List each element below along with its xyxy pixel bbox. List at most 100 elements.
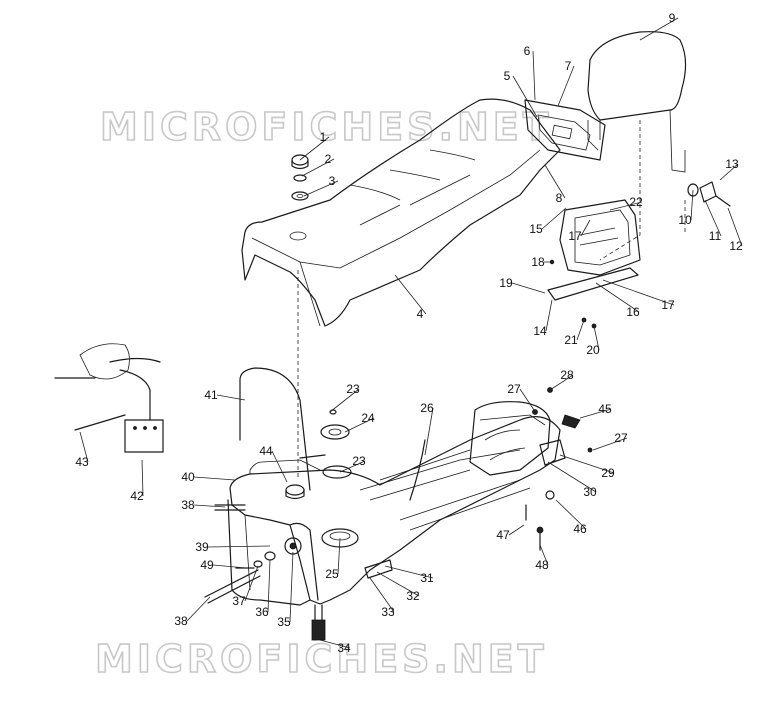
backrest bbox=[524, 31, 687, 173]
leader-c27b bbox=[592, 437, 628, 451]
leader-c40 bbox=[193, 476, 236, 481]
callout-c14: 14 bbox=[533, 324, 547, 338]
leader-c15 bbox=[541, 207, 567, 230]
callout-c6: 6 bbox=[524, 44, 531, 58]
callout-c22: 22 bbox=[629, 195, 643, 209]
callout-c37: 37 bbox=[232, 594, 246, 608]
leader-c34 bbox=[319, 639, 351, 649]
callout-c23: 23 bbox=[346, 382, 360, 396]
callout-c24: 24 bbox=[361, 411, 375, 425]
leader-c25 bbox=[337, 537, 341, 575]
callout-c39: 39 bbox=[195, 540, 209, 554]
leader-c37 bbox=[244, 565, 259, 602]
leader-c22 bbox=[609, 201, 643, 211]
callout-c17b: 17 bbox=[661, 298, 675, 312]
callout-c17: 17 bbox=[568, 229, 582, 243]
hoses bbox=[239, 270, 426, 501]
callout-c11: 11 bbox=[709, 229, 722, 243]
leader-c3 bbox=[303, 180, 339, 197]
leader-c20 bbox=[593, 325, 600, 351]
leader-c4 bbox=[394, 274, 427, 315]
leader-c28 bbox=[549, 374, 574, 391]
callout-c42: 42 bbox=[130, 489, 144, 503]
leader-c38b bbox=[186, 596, 211, 622]
callout-c21: 21 bbox=[564, 333, 578, 347]
callout-c34: 34 bbox=[337, 641, 351, 655]
watermark-top: MICROFICHES.NET bbox=[100, 105, 553, 149]
callout-c45: 45 bbox=[598, 402, 612, 416]
callout-c46: 46 bbox=[573, 522, 587, 536]
leader-c17 bbox=[580, 219, 591, 237]
leader-c30 bbox=[547, 461, 597, 493]
callout-c9: 9 bbox=[669, 11, 676, 25]
leader-c8 bbox=[544, 164, 566, 199]
leader-c41 bbox=[216, 394, 246, 401]
leader-c38 bbox=[193, 504, 226, 508]
callout-c13: 13 bbox=[725, 157, 739, 171]
callout-c4: 4 bbox=[417, 307, 424, 321]
callout-c12: 12 bbox=[729, 239, 743, 253]
leader-c31 bbox=[384, 565, 434, 579]
callout-c40: 40 bbox=[181, 470, 195, 484]
leader-c9 bbox=[639, 17, 679, 41]
leader-c39 bbox=[207, 545, 271, 548]
leader-c10 bbox=[690, 189, 694, 221]
leader-lines bbox=[79, 17, 743, 649]
leader-c44 bbox=[271, 450, 288, 483]
leader-c32 bbox=[376, 571, 420, 597]
callout-c2: 2 bbox=[325, 152, 332, 166]
leader-c21 bbox=[576, 319, 585, 341]
callout-c38b: 38 bbox=[174, 614, 188, 628]
leader-c16 bbox=[595, 282, 640, 313]
leader-c5 bbox=[512, 75, 538, 118]
callout-c30: 30 bbox=[583, 485, 597, 499]
leader-c46 bbox=[555, 499, 587, 530]
callout-c32: 32 bbox=[406, 589, 420, 603]
callout-c3: 3 bbox=[329, 174, 336, 188]
callout-c27b: 27 bbox=[614, 431, 628, 445]
callout-c26: 26 bbox=[420, 401, 434, 415]
leader-c7 bbox=[557, 65, 575, 107]
leader-c29 bbox=[559, 454, 615, 474]
seat-fasteners bbox=[291, 154, 309, 201]
callout-c28: 28 bbox=[560, 368, 574, 382]
callout-c5: 5 bbox=[504, 69, 511, 83]
leader-c24 bbox=[344, 417, 375, 433]
leader-c33 bbox=[369, 577, 395, 613]
callout-c8: 8 bbox=[556, 191, 563, 205]
fuel-tank-base bbox=[204, 387, 593, 641]
leader-c48 bbox=[539, 544, 549, 566]
leader-c11 bbox=[704, 199, 722, 237]
leader-c1 bbox=[299, 136, 330, 161]
callout-c36: 36 bbox=[255, 605, 269, 619]
callout-c41: 41 bbox=[204, 388, 218, 402]
callout-c1: 1 bbox=[320, 130, 327, 144]
callout-c23b: 23 bbox=[352, 454, 366, 468]
watermark-bottom: MICROFICHES.NET bbox=[95, 637, 548, 681]
leader-c2 bbox=[301, 158, 335, 177]
callout-c15: 15 bbox=[529, 222, 543, 236]
callout-c19: 19 bbox=[499, 276, 513, 290]
callout-c10: 10 bbox=[678, 213, 692, 227]
callout-c48: 48 bbox=[535, 558, 549, 572]
leader-c42 bbox=[141, 459, 144, 497]
leader-c6 bbox=[532, 50, 536, 101]
leader-c45 bbox=[579, 408, 612, 419]
callout-c18: 18 bbox=[531, 255, 545, 269]
leader-c14 bbox=[545, 299, 553, 332]
leader-c35 bbox=[289, 551, 294, 623]
callout-labels: 1234567891011121314151617171819202122232… bbox=[75, 11, 743, 655]
callout-c43: 43 bbox=[75, 455, 89, 469]
leader-c27 bbox=[519, 388, 535, 411]
leader-c17b bbox=[602, 279, 675, 306]
callout-c25: 25 bbox=[325, 567, 339, 581]
callout-c33: 33 bbox=[381, 605, 395, 619]
leader-c49 bbox=[212, 564, 247, 569]
callout-c47: 47 bbox=[496, 528, 510, 542]
callout-c20: 20 bbox=[586, 343, 600, 357]
callout-c31: 31 bbox=[420, 571, 434, 585]
callout-c35: 35 bbox=[277, 615, 291, 629]
callout-c29: 29 bbox=[601, 466, 615, 480]
callout-c44: 44 bbox=[259, 444, 273, 458]
